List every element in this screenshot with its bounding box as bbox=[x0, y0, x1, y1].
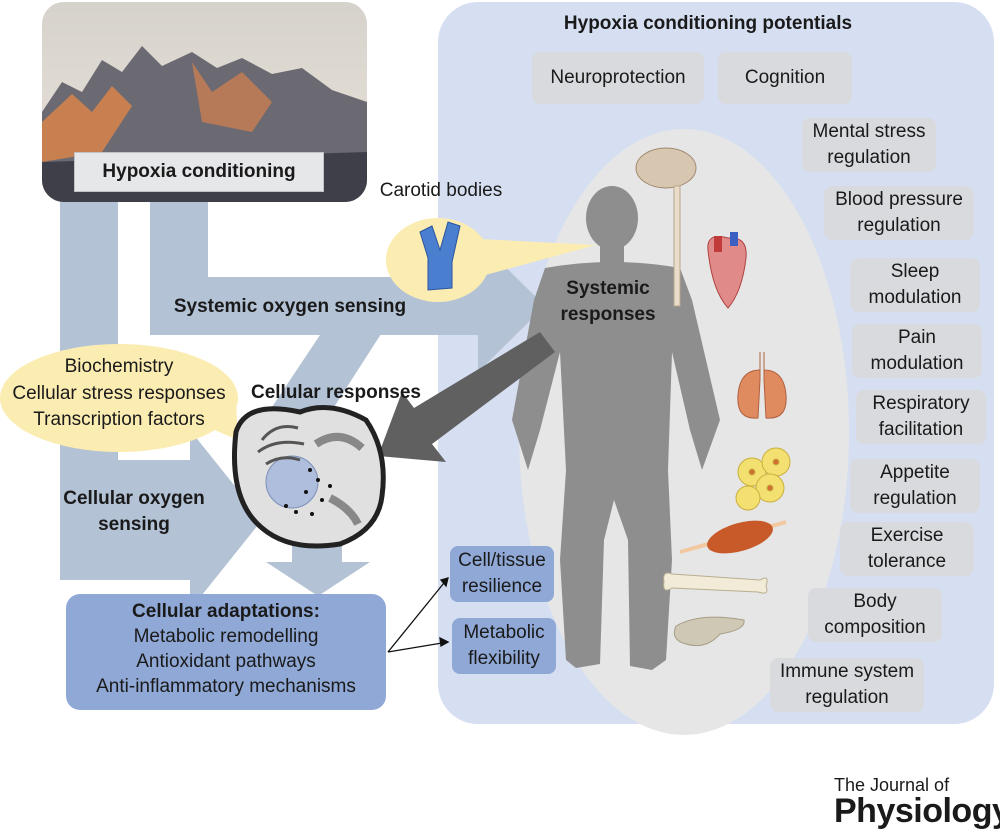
line: Respiratory bbox=[872, 392, 970, 414]
mechanisms-bubble bbox=[0, 344, 238, 452]
potential-exercise: Exercise tolerance bbox=[840, 522, 974, 576]
potential-text: Respiratory facilitation bbox=[872, 391, 969, 443]
carotid-icon bbox=[419, 221, 461, 291]
potential-text: Exercise tolerance bbox=[868, 523, 946, 575]
mechanisms-text: Biochemistry Cellular stress responses T… bbox=[0, 354, 238, 434]
line: Sleep bbox=[890, 260, 940, 282]
line: Cell/tissue bbox=[458, 550, 546, 572]
outcome-arrows bbox=[387, 577, 450, 653]
human-silhouette-icon bbox=[512, 186, 720, 670]
line: regulation bbox=[857, 215, 941, 236]
line: composition bbox=[824, 617, 926, 638]
systemic-to-cell-arrow bbox=[378, 332, 555, 462]
line: responses bbox=[560, 304, 656, 326]
potential-text: Mental stress regulation bbox=[813, 119, 926, 171]
fat-cells-icon bbox=[735, 447, 791, 511]
line: Blood pressure bbox=[835, 188, 963, 210]
cellular-oxygen-sensing-label: Cellular oxygen sensing bbox=[48, 486, 220, 538]
carotid-bodies-label: Carotid bodies bbox=[379, 180, 503, 201]
potential-text: Sleep modulation bbox=[869, 259, 962, 311]
adaptation-item: Antioxidant pathways bbox=[136, 651, 316, 673]
line: Systemic bbox=[566, 278, 650, 299]
systemic-oxygen-sensing-label: Systemic oxygen sensing bbox=[173, 296, 407, 317]
heart-icon bbox=[707, 232, 747, 309]
potential-text: Cognition bbox=[744, 66, 826, 88]
outcome-text: Metabolic flexibility bbox=[463, 620, 544, 671]
potential-text: Appetite regulation bbox=[873, 460, 956, 512]
line: tolerance bbox=[867, 551, 947, 572]
potential-mental-stress: Mental stress regulation bbox=[802, 118, 936, 172]
line: flexibility bbox=[468, 648, 540, 669]
journal-line2: Physiology bbox=[834, 792, 1000, 830]
journal-logo: The Journal of Physiology bbox=[834, 775, 1000, 830]
systemic-responses-label: Systemic responses bbox=[540, 276, 676, 328]
bone-icon bbox=[663, 572, 768, 594]
spinal-cord-icon bbox=[673, 185, 681, 307]
potential-text: Neuroprotection bbox=[550, 66, 686, 88]
line: Cellular stress responses bbox=[12, 382, 226, 404]
line: regulation bbox=[805, 687, 889, 708]
line: Pain bbox=[897, 326, 936, 348]
line: resilience bbox=[461, 576, 543, 597]
adaptations-title: Cellular adaptations: bbox=[132, 601, 320, 622]
line: Transcription factors bbox=[33, 409, 205, 431]
line: Appetite bbox=[880, 461, 950, 483]
potential-sleep: Sleep modulation bbox=[850, 258, 980, 312]
line: Metabolic bbox=[463, 622, 545, 644]
line: Immune system bbox=[779, 660, 915, 682]
adaptation-item: Anti-inflammatory mechanisms bbox=[96, 676, 356, 698]
muscle-icon bbox=[679, 520, 787, 554]
potential-text: Body composition bbox=[824, 589, 925, 641]
line: Cellular oxygen bbox=[63, 488, 205, 509]
potential-neuroprotection: Neuroprotection bbox=[532, 52, 704, 104]
potential-text: Pain modulation bbox=[871, 325, 964, 377]
pancreas-icon bbox=[673, 616, 745, 647]
potential-body-composition: Body composition bbox=[808, 588, 942, 642]
potential-blood-pressure: Blood pressure regulation bbox=[824, 186, 974, 240]
line: regulation bbox=[873, 488, 957, 509]
line: regulation bbox=[827, 147, 911, 168]
line: modulation bbox=[870, 353, 964, 374]
cellular-responses-label: Cellular responses bbox=[250, 382, 422, 403]
line: modulation bbox=[868, 287, 962, 308]
adaptation-item: Metabolic remodelling bbox=[133, 626, 319, 648]
line: Mental stress bbox=[812, 120, 926, 142]
potential-cognition: Cognition bbox=[718, 52, 852, 104]
potential-pain: Pain modulation bbox=[852, 324, 982, 378]
outcome-resilience: Cell/tissue resilience bbox=[450, 546, 554, 602]
potential-text: Immune system regulation bbox=[780, 659, 914, 711]
brain-icon bbox=[635, 147, 697, 189]
line: Body bbox=[853, 590, 897, 612]
line: Biochemistry bbox=[64, 356, 174, 377]
outcome-text: Cell/tissue resilience bbox=[458, 548, 546, 599]
potential-text: Blood pressure regulation bbox=[835, 187, 963, 239]
cell-icon bbox=[231, 405, 386, 549]
line: Exercise bbox=[870, 524, 944, 546]
potential-respiratory: Respiratory facilitation bbox=[856, 390, 986, 444]
outcome-flexibility: Metabolic flexibility bbox=[452, 618, 556, 674]
lungs-icon bbox=[737, 352, 787, 419]
line: sensing bbox=[98, 514, 170, 536]
line: facilitation bbox=[878, 419, 964, 440]
hypoxia-conditioning-label: Hypoxia conditioning bbox=[74, 152, 324, 192]
cellular-adaptations-box: Cellular adaptations: Metabolic remodell… bbox=[66, 594, 386, 710]
potential-appetite: Appetite regulation bbox=[850, 459, 980, 513]
potentials-title: Hypoxia conditioning potentials bbox=[563, 13, 853, 34]
potential-immune: Immune system regulation bbox=[770, 658, 924, 712]
journal-line1: The Journal of bbox=[834, 775, 950, 795]
